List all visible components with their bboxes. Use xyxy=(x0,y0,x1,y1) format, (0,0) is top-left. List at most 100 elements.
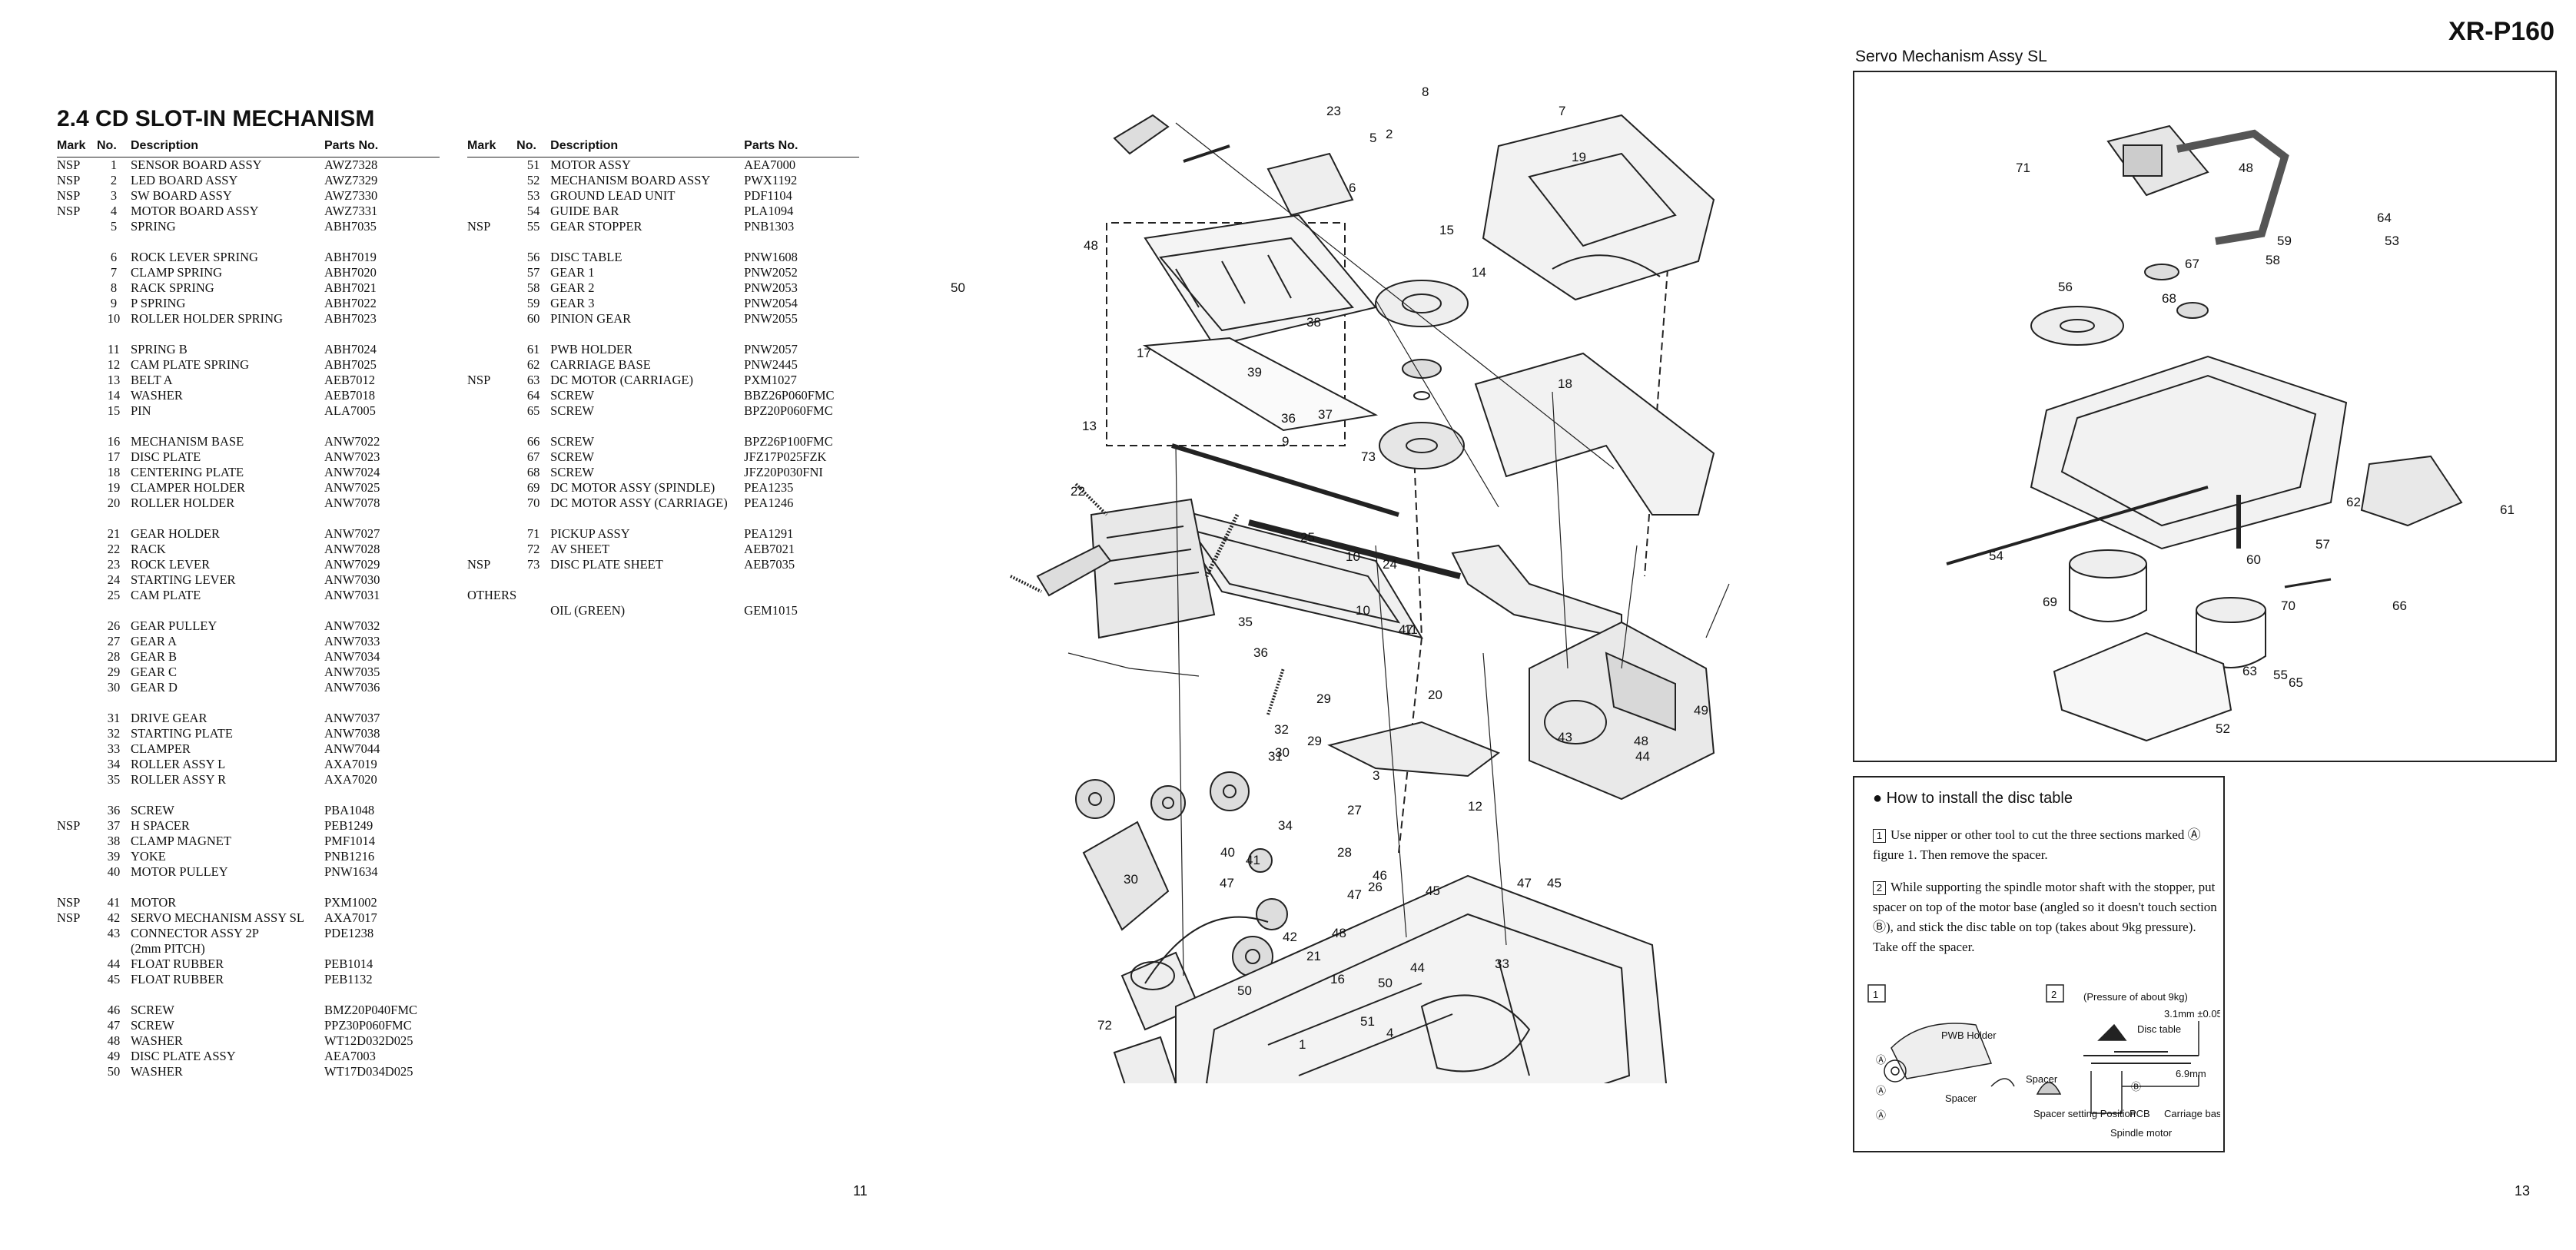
cell-no: 20 xyxy=(107,496,121,510)
table-row: OIL (GREEN)GEM1015 xyxy=(467,603,859,618)
cell-no: 71 xyxy=(526,526,540,541)
callout-label: 54 xyxy=(1989,549,2003,563)
cell-part: PNB1303 xyxy=(744,219,795,234)
cell-part: PNW2057 xyxy=(744,342,798,356)
callout-label: 15 xyxy=(1439,223,1454,237)
cell-no: 48 xyxy=(107,1033,121,1048)
callout-label: 67 xyxy=(2185,257,2199,271)
spacer-row xyxy=(467,234,859,250)
cell-part: PNW2055 xyxy=(744,311,798,326)
cell-mark xyxy=(57,403,97,419)
cell-desc: PWB HOLDER xyxy=(550,342,632,356)
fig2-number: 2 xyxy=(2051,989,2056,1000)
cell-mark: NSP xyxy=(467,219,491,234)
cell-desc: GUIDE BAR xyxy=(550,204,619,218)
cell-part: PEB1249 xyxy=(324,818,373,833)
callout-label: 2 xyxy=(1386,127,1393,141)
callout-label: 23 xyxy=(1326,104,1341,118)
label-spindle-motor: Spindle motor xyxy=(2110,1127,2173,1139)
cell-part: ANW7036 xyxy=(324,680,380,695)
callout-label: 50 xyxy=(951,280,965,295)
cell-no: 28 xyxy=(107,649,121,664)
cell-part: PEB1014 xyxy=(324,957,373,971)
cell-mark xyxy=(57,1003,97,1018)
cell-desc: PIN xyxy=(131,403,151,418)
cell-mark xyxy=(57,634,97,649)
cell-no xyxy=(516,588,550,603)
cell-mark xyxy=(467,526,516,542)
cell-no: 49 xyxy=(107,1049,121,1063)
cell-no: 41 xyxy=(107,895,121,910)
callout-label: 42 xyxy=(1283,930,1297,944)
callout-label: 56 xyxy=(2058,280,2073,294)
cell-desc: YOKE xyxy=(131,849,166,864)
cell-desc: GEAR 3 xyxy=(550,296,595,310)
cell-desc: ROLLER HOLDER SPRING xyxy=(131,311,284,326)
cell-no: 14 xyxy=(107,388,121,403)
callout-label: 30 xyxy=(1275,745,1290,760)
cell-no: 35 xyxy=(107,772,121,787)
callout-label: 14 xyxy=(1472,265,1486,280)
cell-desc: CAM PLATE xyxy=(131,588,201,602)
cell-no: 38 xyxy=(107,834,121,848)
callout-label: 36 xyxy=(1253,645,1268,660)
cell-no xyxy=(516,603,550,618)
cell-no: 17 xyxy=(107,449,121,464)
cell-desc: CLAMP MAGNET xyxy=(131,834,231,848)
callout-label: 45 xyxy=(1426,884,1440,898)
cell-mark xyxy=(467,311,516,327)
cell-mark xyxy=(57,1064,97,1079)
cell-mark: NSP xyxy=(57,157,81,172)
cell-no: 6 xyxy=(110,250,118,264)
cell-part: JFZ17P025FZK xyxy=(744,449,827,464)
cell-part: ABH7024 xyxy=(324,342,377,356)
cell-desc: WASHER xyxy=(131,388,183,403)
spacer-row xyxy=(467,511,859,526)
cell-part: PEA1235 xyxy=(744,480,794,495)
callout-label: 57 xyxy=(2315,537,2330,552)
callout-label: 48 xyxy=(2239,161,2253,175)
cell-mark xyxy=(57,496,97,511)
cell-mark xyxy=(57,280,97,296)
spacer-row xyxy=(467,327,859,342)
spacer-row xyxy=(57,419,440,434)
cell-part: PNW2052 xyxy=(744,265,798,280)
callout-label: 50 xyxy=(1237,983,1252,998)
callout-label: 6 xyxy=(1349,181,1356,195)
cell-no: 21 xyxy=(107,526,121,541)
callout-label: 49 xyxy=(1694,703,1708,718)
cell-desc: MOTOR ASSY xyxy=(550,157,631,172)
cell-desc: CLAMPER HOLDER xyxy=(131,480,245,495)
spacer-row xyxy=(57,603,440,618)
cell-desc: GEAR B xyxy=(131,649,178,664)
cell-mark xyxy=(57,373,97,388)
label-spacer: Spacer xyxy=(1945,1093,1977,1104)
label-carriage-base: Carriage base xyxy=(2164,1108,2220,1119)
cell-part: PXM1002 xyxy=(324,895,377,910)
label-disc-table: Disc table xyxy=(2137,1023,2181,1035)
cell-mark xyxy=(57,665,97,680)
cell-part: JFZ20P030FNI xyxy=(744,465,823,479)
cell-desc: PICKUP ASSY xyxy=(550,526,630,541)
cell-mark xyxy=(57,296,97,311)
cell-no: 64 xyxy=(526,388,540,403)
cell-mark xyxy=(467,173,516,188)
